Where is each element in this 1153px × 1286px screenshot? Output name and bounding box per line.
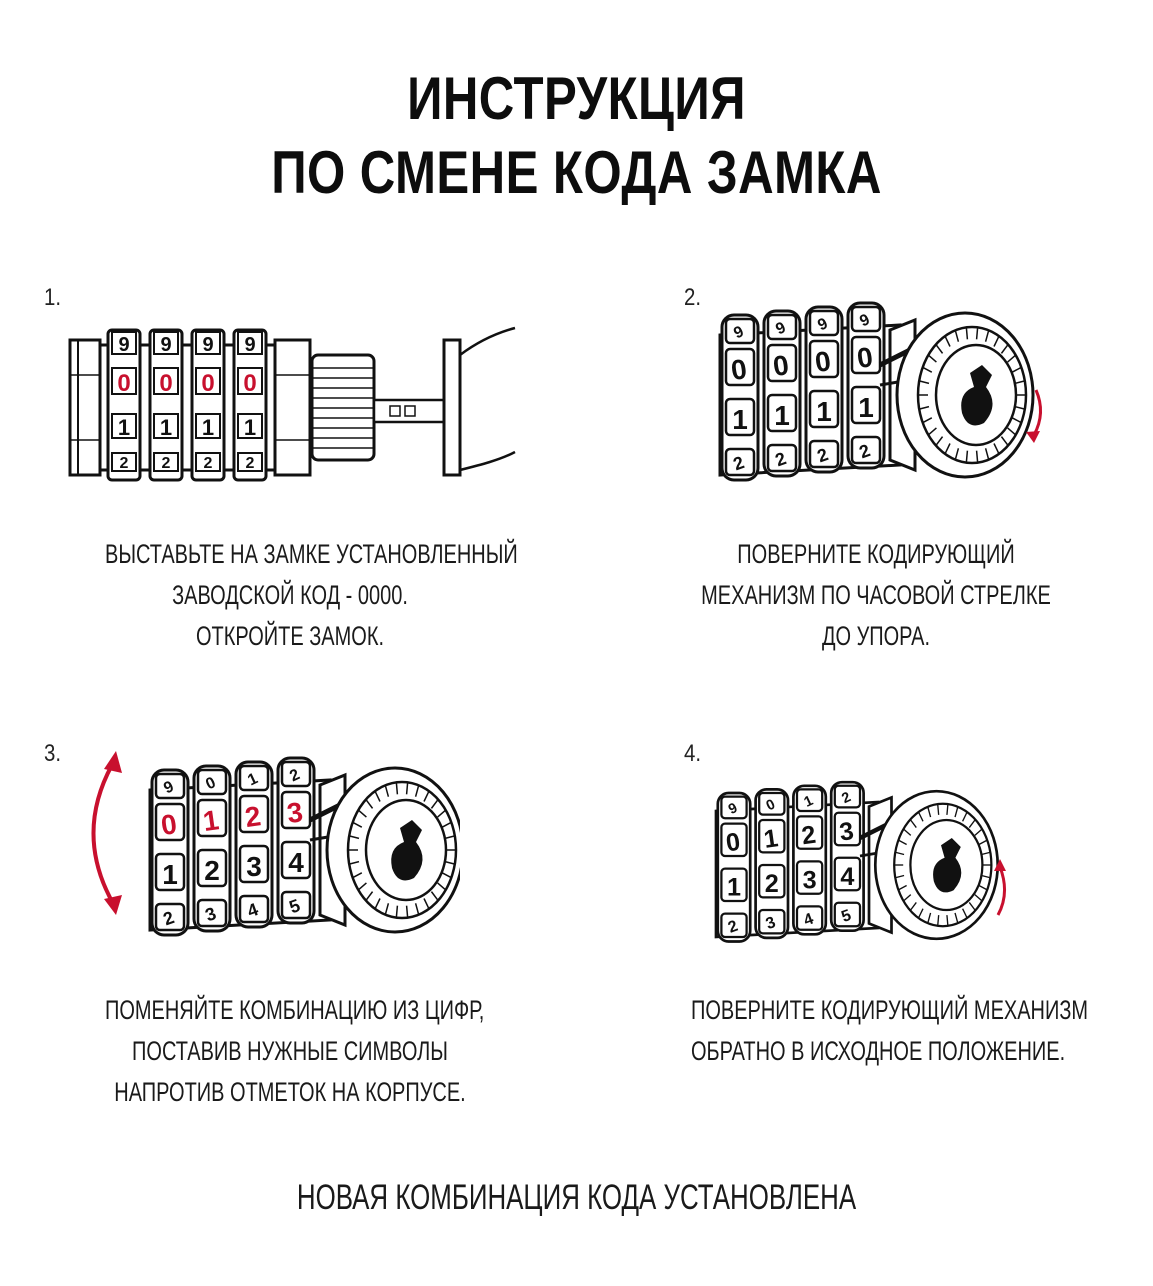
wheel-digit-middle: 2 (800, 821, 818, 851)
step-3-caption-line-1: ПОМЕНЯЙТЕ КОМБИНАЦИЮ ИЗ ЦИФР, (105, 995, 485, 1025)
wheel-digit-lower: 1 (858, 392, 874, 423)
keyhole-icon (961, 365, 993, 426)
step-4-caption-line-1: ПОВЕРНИТЕ КОДИРУЮЩИЙ МЕХАНИЗМ (691, 995, 1089, 1025)
title-line-2: ПО СМЕНЕ КОДА ЗАМКА (271, 139, 882, 206)
wheel-digit-middle: 0 (813, 345, 833, 378)
step-4-number: 4. (684, 740, 702, 767)
wheel-digit-middle: 1 (762, 824, 780, 854)
wheel-digit-lower: 1 (118, 415, 130, 440)
step-1-caption: ВЫСТАВЬТЕ НА ЗАМКЕ УСТАНОВЛЕННЫЙ ЗАВОДСК… (105, 534, 518, 657)
wheel-digit-lower: 3 (246, 851, 262, 882)
title-line-1: ИНСТРУКЦИЯ (407, 65, 746, 132)
keyhole-icon (933, 838, 962, 893)
wheel-digit-middle: 1 (201, 804, 221, 837)
step-2-number: 2. (684, 284, 702, 311)
wheel-digit-middle: 0 (117, 370, 130, 397)
wheel-digit-middle: 0 (159, 370, 172, 397)
footer-text: НОВАЯ КОМБИНАЦИЯ КОДА УСТАНОВЛЕНА (296, 1178, 857, 1217)
step-4-caption: ПОВЕРНИТЕ КОДИРУЮЩИЙ МЕХАНИЗМ ОБРАТНО В … (691, 990, 1089, 1072)
wheel-digit-lower: 1 (774, 400, 790, 431)
wheel-digit-lower: 1 (160, 415, 172, 440)
wheel-digit-top: 9 (160, 334, 171, 356)
wheel-digit-bottom: 2 (246, 455, 255, 472)
wheel-digit-lower: 4 (840, 863, 854, 891)
wheel-digit-middle: 0 (201, 370, 214, 397)
step-3-number: 3. (44, 740, 62, 767)
step-4-caption-line-2: ОБРАТНО В ИСХОДНОЕ ПОЛОЖЕНИЕ. (691, 1036, 1066, 1066)
wheel-digit-lower: 1 (202, 415, 214, 440)
wheel-digit-top: 9 (244, 334, 255, 356)
wheel-digit-lower: 1 (727, 874, 741, 902)
step-3-caption-line-3: НАПРОТИВ ОТМЕТОК НА КОРПУСЕ. (114, 1077, 466, 1107)
page-title: ИНСТРУКЦИЯ ПО СМЕНЕ КОДА ЗАМКА (104, 62, 1049, 210)
wheel-digit-middle: 2 (243, 800, 263, 833)
wheel-digit-bottom: 2 (162, 455, 171, 472)
wheel-digit-lower: 1 (162, 859, 178, 890)
double-curved-arrow-icon (91, 751, 122, 915)
wheel-digit-bottom: 2 (204, 455, 213, 472)
wheel-digit-lower: 2 (765, 870, 779, 898)
step-2-caption: ПОВЕРНИТЕ КОДИРУЮЩИЙ МЕХАНИЗМ ПО ЧАСОВОЙ… (691, 534, 1061, 657)
wheel-digit-middle: 0 (243, 370, 256, 397)
step-1-caption-line-3: ОТКРОЙТЕ ЗАМОК. (195, 621, 385, 651)
wheel-digit-lower: 1 (732, 404, 748, 435)
step-3-caption-line-2: ПОСТАВИВ НУЖНЫЕ СИМВОЛЫ (132, 1036, 448, 1066)
step-2-caption-line-3: ДО УПОРА. (821, 621, 931, 651)
wheel-digit-middle: 0 (159, 808, 179, 841)
wheel-digit-lower: 1 (816, 396, 832, 427)
wheel-digit-middle: 0 (771, 349, 791, 382)
curved-arrow-down-icon (1032, 389, 1042, 436)
keyhole-icon (391, 820, 423, 881)
wheel-digit-lower: 3 (803, 866, 817, 894)
step-1-caption-line-1: ВЫСТАВЬТЕ НА ЗАМКЕ УСТАНОВЛЕННЫЙ (105, 539, 518, 569)
wheel-digit-lower: 1 (244, 415, 256, 440)
wheel-digit-middle: 0 (855, 341, 875, 374)
wheel-digit-lower: 4 (288, 847, 304, 878)
step-2-caption-line-2: МЕХАНИЗМ ПО ЧАСОВОЙ СТРЕЛКЕ (701, 580, 1051, 610)
step-2-caption-line-1: ПОВЕРНИТЕ КОДИРУЮЩИЙ (737, 539, 1015, 569)
wheel-digit-middle: 0 (729, 353, 749, 386)
wheel-digit-bottom: 2 (120, 455, 129, 472)
wheel-digit-middle: 0 (724, 828, 742, 858)
step-1-caption-line-2: ЗАВОДСКОЙ КОД - 0000. (172, 580, 408, 610)
wheel-digit-middle: 3 (285, 796, 305, 829)
wheel-digit-top: 9 (202, 334, 213, 356)
wheel-digit-lower: 2 (204, 855, 220, 886)
wheel-digit-middle: 3 (838, 817, 856, 847)
curved-arrow-up-icon (996, 866, 1006, 916)
step-3-caption: ПОМЕНЯЙТЕ КОМБИНАЦИЮ ИЗ ЦИФР, ПОСТАВИВ Н… (105, 990, 485, 1113)
arrow-head (1026, 431, 1040, 443)
step-1-number: 1. (44, 284, 62, 311)
wheel-digit-top: 9 (118, 334, 129, 356)
step-1-lock-illustration: 9 0 1 2 9 0 1 2 9 0 1 2 9 0 1 2 (68, 326, 516, 482)
